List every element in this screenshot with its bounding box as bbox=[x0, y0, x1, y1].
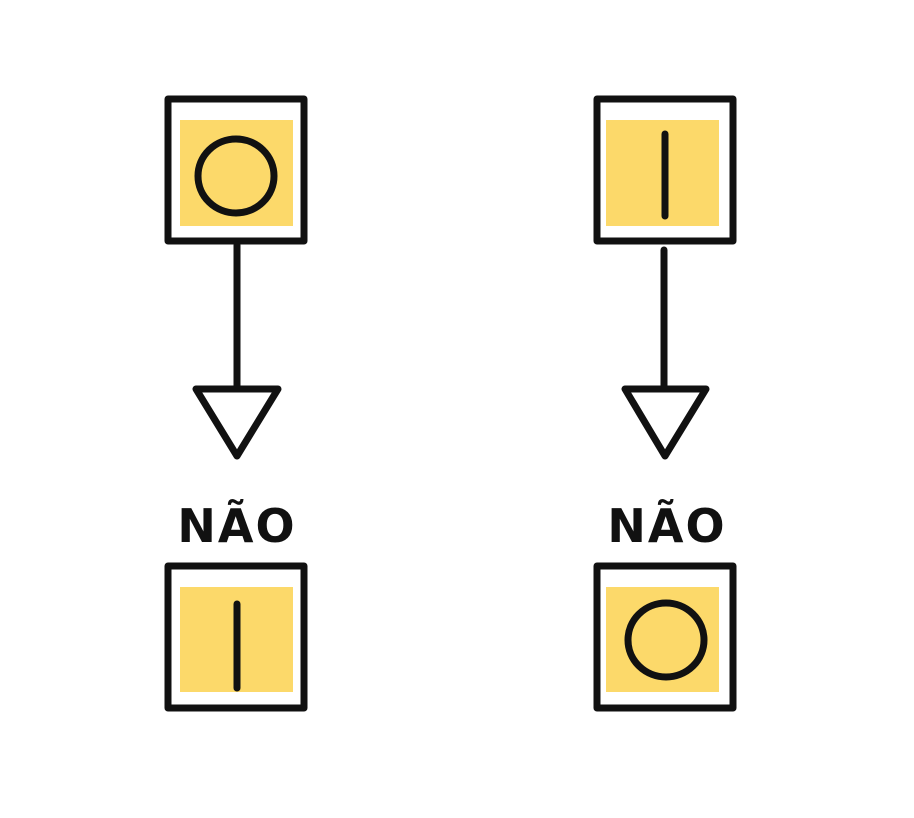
left-output-box bbox=[164, 562, 308, 712]
right-input-box bbox=[593, 95, 737, 245]
right-gate-label: NÃO bbox=[607, 499, 727, 553]
left-arrowhead bbox=[192, 385, 282, 460]
left-input-box bbox=[164, 95, 308, 245]
right-output-box bbox=[593, 562, 737, 712]
left-gate-label: NÃO bbox=[177, 499, 297, 553]
right-arrowhead bbox=[621, 385, 710, 460]
right-gate bbox=[593, 95, 737, 712]
circle-symbol bbox=[624, 599, 708, 681]
left-gate bbox=[164, 95, 308, 712]
circle-symbol bbox=[194, 135, 278, 217]
